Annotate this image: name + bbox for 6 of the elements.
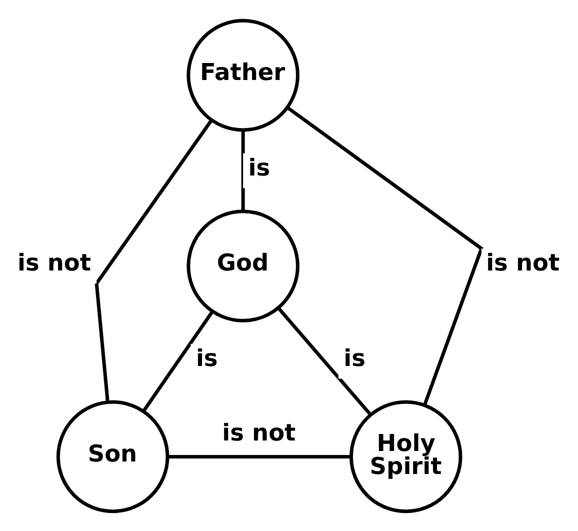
- edge-label: is not: [222, 418, 296, 446]
- edge-label: is: [248, 154, 270, 181]
- edge-label: is not: [17, 249, 92, 276]
- edge-label: is not: [486, 249, 560, 276]
- edge-label: is: [344, 344, 366, 372]
- edge-label: is: [196, 344, 218, 372]
